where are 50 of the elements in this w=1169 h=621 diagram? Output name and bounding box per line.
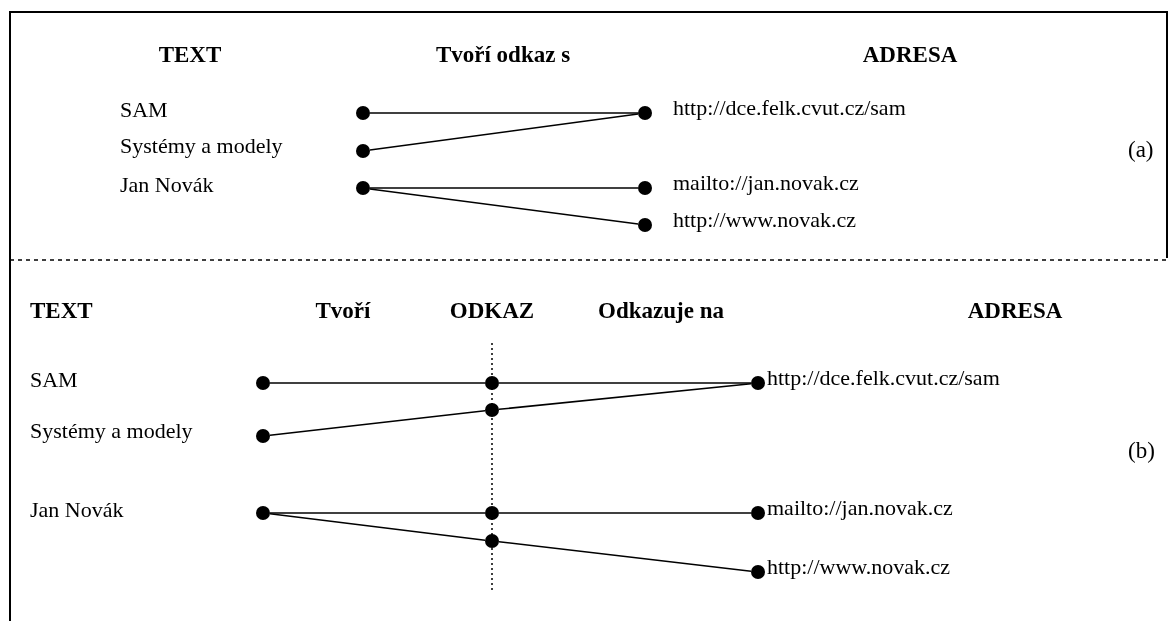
connection-dot [485,534,499,548]
address-text: mailto://jan.novak.cz [767,495,953,521]
connection-dot [638,106,652,120]
link-text: Jan Novák [120,172,214,198]
connection-dot [638,181,652,195]
link-text: SAM [120,97,168,123]
address-text: http://www.novak.cz [767,554,951,580]
panel-label: (a) [1128,136,1154,164]
address-text: mailto://jan.novak.cz [673,170,859,196]
address-text: http://www.novak.cz [673,207,857,233]
connection-dot [256,376,270,390]
connector-line [369,188,639,225]
connection-dot [751,565,765,579]
connection-dot [485,403,499,417]
connection-dot [638,218,652,232]
panel-label: (b) [1128,437,1155,465]
connector-line [369,113,639,151]
address-text: http://dce.felk.cvut.cz/sam [673,95,906,121]
connection-dot [751,376,765,390]
link-text: SAM [30,367,78,393]
connector-line [269,382,486,384]
connection-dot [356,106,370,120]
connector-line [498,382,752,384]
connection-dot [485,506,499,520]
connector-line [269,513,486,541]
connector-line [369,187,639,189]
connection-dot [485,376,499,390]
connector-line [498,382,752,411]
link-text: Systémy a modely [30,418,193,444]
connection-dot [356,181,370,195]
link-text: Jan Novák [30,497,124,523]
column-heading: Tvoří [315,297,371,325]
column-heading: ODKAZ [449,297,535,325]
connection-dot [256,506,270,520]
connector-line [369,112,639,114]
connection-dot [751,506,765,520]
connection-dot [356,144,370,158]
column-heading: ADRESA [967,297,1063,325]
column-heading: TEXT [158,41,222,69]
connector-line [498,512,752,514]
link-text: Systémy a modely [120,133,283,159]
connector-line [269,512,486,514]
address-text: http://dce.felk.cvut.cz/sam [767,365,1000,391]
column-heading: Odkazuje na [598,297,724,325]
column-heading: ADRESA [862,41,958,69]
connector-line [498,541,752,572]
connector-line [269,410,486,436]
column-heading: Tvoří odkaz s [435,41,571,69]
column-heading: TEXT [30,297,93,325]
connection-dot [256,429,270,443]
